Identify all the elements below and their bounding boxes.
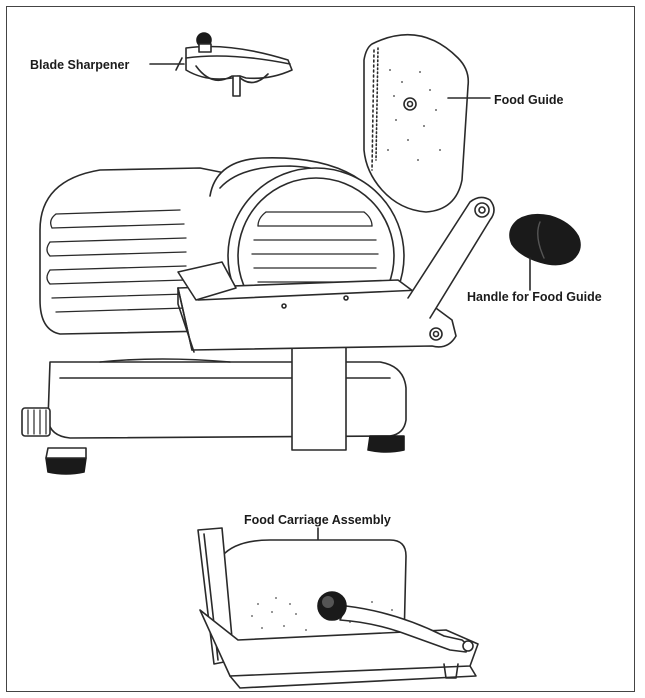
- food-guide-part: [363, 33, 491, 213]
- handle-for-food-guide-label: Handle for Food Guide: [467, 290, 602, 304]
- food-carriage-assembly-label: Food Carriage Assembly: [244, 513, 391, 527]
- slicer-body: [21, 157, 495, 475]
- blade-sharpener-label: Blade Sharpener: [30, 58, 130, 72]
- handle-part: [509, 213, 581, 291]
- blade-sharpener-part: [149, 32, 293, 97]
- food-carriage-assembly-part: [197, 527, 479, 689]
- food-guide-label: Food Guide: [494, 93, 564, 107]
